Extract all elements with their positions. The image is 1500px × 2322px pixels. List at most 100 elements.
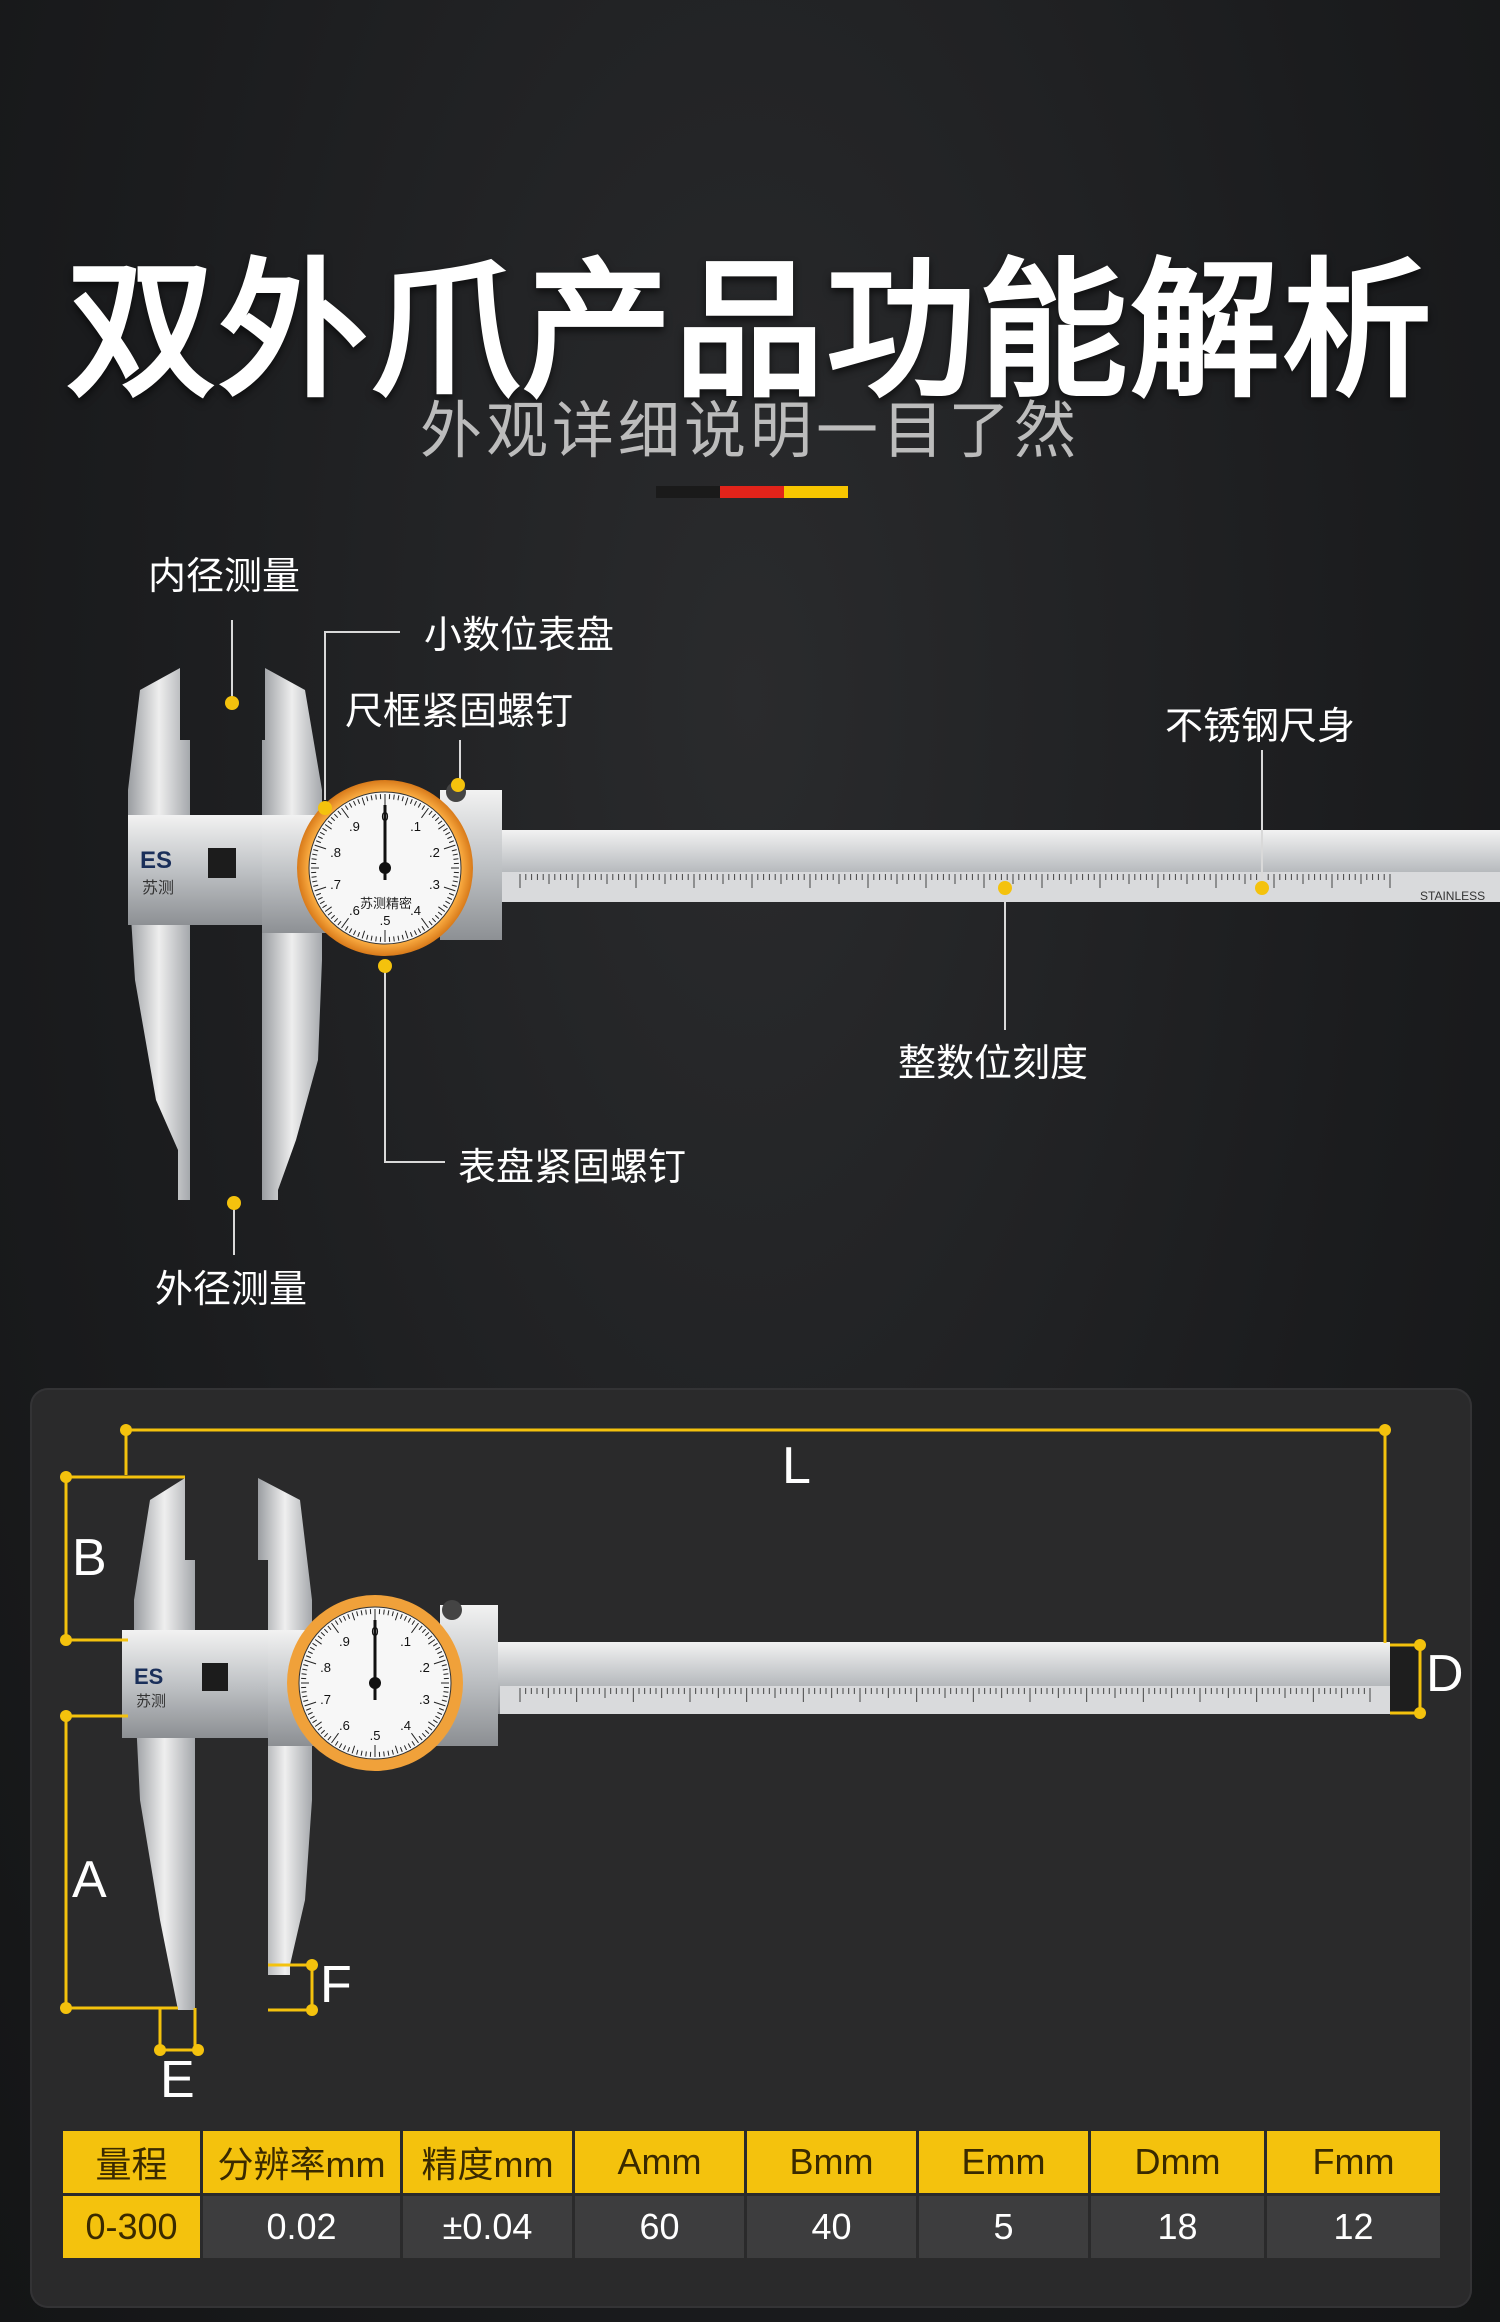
spec-header-accuracy: 精度mm (400, 2128, 575, 2196)
dial-tick (443, 844, 456, 850)
dial-tick (370, 935, 373, 941)
dial-tick (437, 911, 443, 916)
dial-tick (431, 917, 437, 923)
dial-tick (357, 799, 361, 805)
spec-header-row: 量程 分辨率mm 精度mm Amm Bmm Emm Dmm Fmm (60, 2128, 1443, 2196)
dial-tick (330, 816, 336, 822)
dial-tick (451, 884, 457, 887)
dial-number: .3 (429, 877, 440, 892)
brand-logo-sub: 苏测 (142, 878, 174, 897)
dial-tick (314, 886, 327, 892)
dial-tick (348, 802, 353, 808)
dial-tick (447, 896, 453, 900)
dial-tick (327, 820, 333, 825)
dial-tick (327, 911, 333, 916)
dial-tick (370, 795, 373, 801)
dial-tick (316, 892, 322, 896)
brand-logo: ES (140, 847, 172, 874)
dial-number: .9 (349, 819, 360, 834)
fixed-jaw (128, 668, 190, 1200)
dial-tick (324, 906, 332, 912)
dim-label-l: L (782, 1437, 811, 1495)
dial-tick (452, 853, 458, 856)
spec-header-range: 量程 (60, 2128, 203, 2196)
dial-tick (317, 836, 323, 840)
callout-integer-scale: 整数位刻度 (898, 1041, 1089, 1085)
dial-tick (314, 844, 327, 850)
dial-tick (442, 827, 448, 832)
dial-tick (319, 831, 325, 836)
spec-value-a: 60 (572, 2193, 747, 2261)
dial-tick (428, 810, 433, 816)
dial-tick (448, 840, 454, 844)
dial-tick (397, 795, 400, 801)
spec-value-d: 18 (1088, 2193, 1267, 2261)
dial-number: .7 (330, 877, 341, 892)
dial-tick (341, 807, 349, 819)
dial-tick (337, 810, 342, 816)
dial-tick (401, 796, 404, 802)
dial-number: .5 (380, 913, 391, 928)
callout-small-dial: 小数位表盘 (424, 613, 615, 657)
dial-tick (445, 831, 451, 836)
dial-tick (312, 853, 318, 856)
spec-table: 量程 分辨率mm 精度mm Amm Bmm Emm Dmm Fmm 0-300 … (60, 2128, 1443, 2261)
dim-label-a: A (72, 1851, 107, 1909)
dial-tick (312, 880, 318, 883)
fixed-jaw-window (208, 848, 236, 878)
dial-tick (353, 930, 357, 936)
callout-inner-measure: 内径测量 (148, 554, 301, 598)
spec-header-resolution: 分辨率mm (200, 2128, 403, 2196)
dial-tick (448, 892, 454, 896)
dial-tick (453, 858, 459, 860)
dial-tick (434, 914, 440, 920)
dial-tick (344, 925, 349, 931)
dial-tick (452, 880, 458, 883)
dial-tick (451, 849, 457, 852)
dial-tick (421, 805, 426, 811)
dial-tick (311, 858, 317, 860)
dial-tick (445, 900, 451, 905)
dial-tick (341, 917, 349, 929)
spec-value-f: 12 (1264, 2193, 1443, 2261)
dial-tick (348, 928, 353, 934)
callout-dial-screw: 表盘紧固螺钉 (458, 1145, 687, 1189)
dial-tick (409, 931, 413, 937)
spec-header-d: Dmm (1088, 2128, 1267, 2196)
dial-tick (443, 886, 456, 892)
dial-tick (361, 930, 366, 939)
dial-tick (330, 914, 336, 920)
dial-tick (337, 920, 342, 926)
dial-tick (401, 934, 404, 940)
spec-header-a: Amm (572, 2128, 747, 2196)
dial-center (379, 862, 391, 874)
caliper-diagram-top: STAINLESS ES 苏测 0.1.2.3.4.5.6.7.8.9 苏测精密 (128, 620, 1500, 1255)
dial-tick (453, 876, 459, 878)
dial-tick (375, 936, 377, 942)
dial-tick (413, 800, 417, 806)
spec-value-row: 0-300 0.02 ±0.04 60 40 5 18 12 (60, 2193, 1443, 2261)
sliding-jaw (262, 668, 322, 1200)
dial-tick (447, 836, 453, 840)
dial-tick (393, 936, 395, 942)
spec-header-b: Bmm (744, 2128, 919, 2196)
dial-tick (404, 797, 409, 806)
dial-number: .2 (429, 845, 440, 860)
flag-segment-black (656, 486, 720, 498)
spec-value-range: 0-300 (60, 2193, 203, 2261)
dial-tick (431, 813, 437, 819)
dim-label-d: D (1426, 1645, 1464, 1703)
dim-label-f: F (320, 1956, 352, 2014)
dial-tick (353, 800, 357, 806)
callout-lines (231, 620, 1263, 1255)
dial-numbers: 0.1.2.3.4.5.6.7.8.9 (330, 809, 440, 928)
dial-tick (437, 820, 443, 825)
dial-number: .4 (410, 903, 421, 918)
callout-stainless-body: 不锈钢尺身 (1165, 704, 1356, 748)
dial-tick (413, 930, 417, 936)
dial-tick (322, 827, 328, 832)
dial-tick (409, 799, 413, 805)
dial-tick (421, 917, 429, 929)
spec-value-resolution: 0.02 (200, 2193, 403, 2261)
dial-number: .8 (330, 845, 341, 860)
